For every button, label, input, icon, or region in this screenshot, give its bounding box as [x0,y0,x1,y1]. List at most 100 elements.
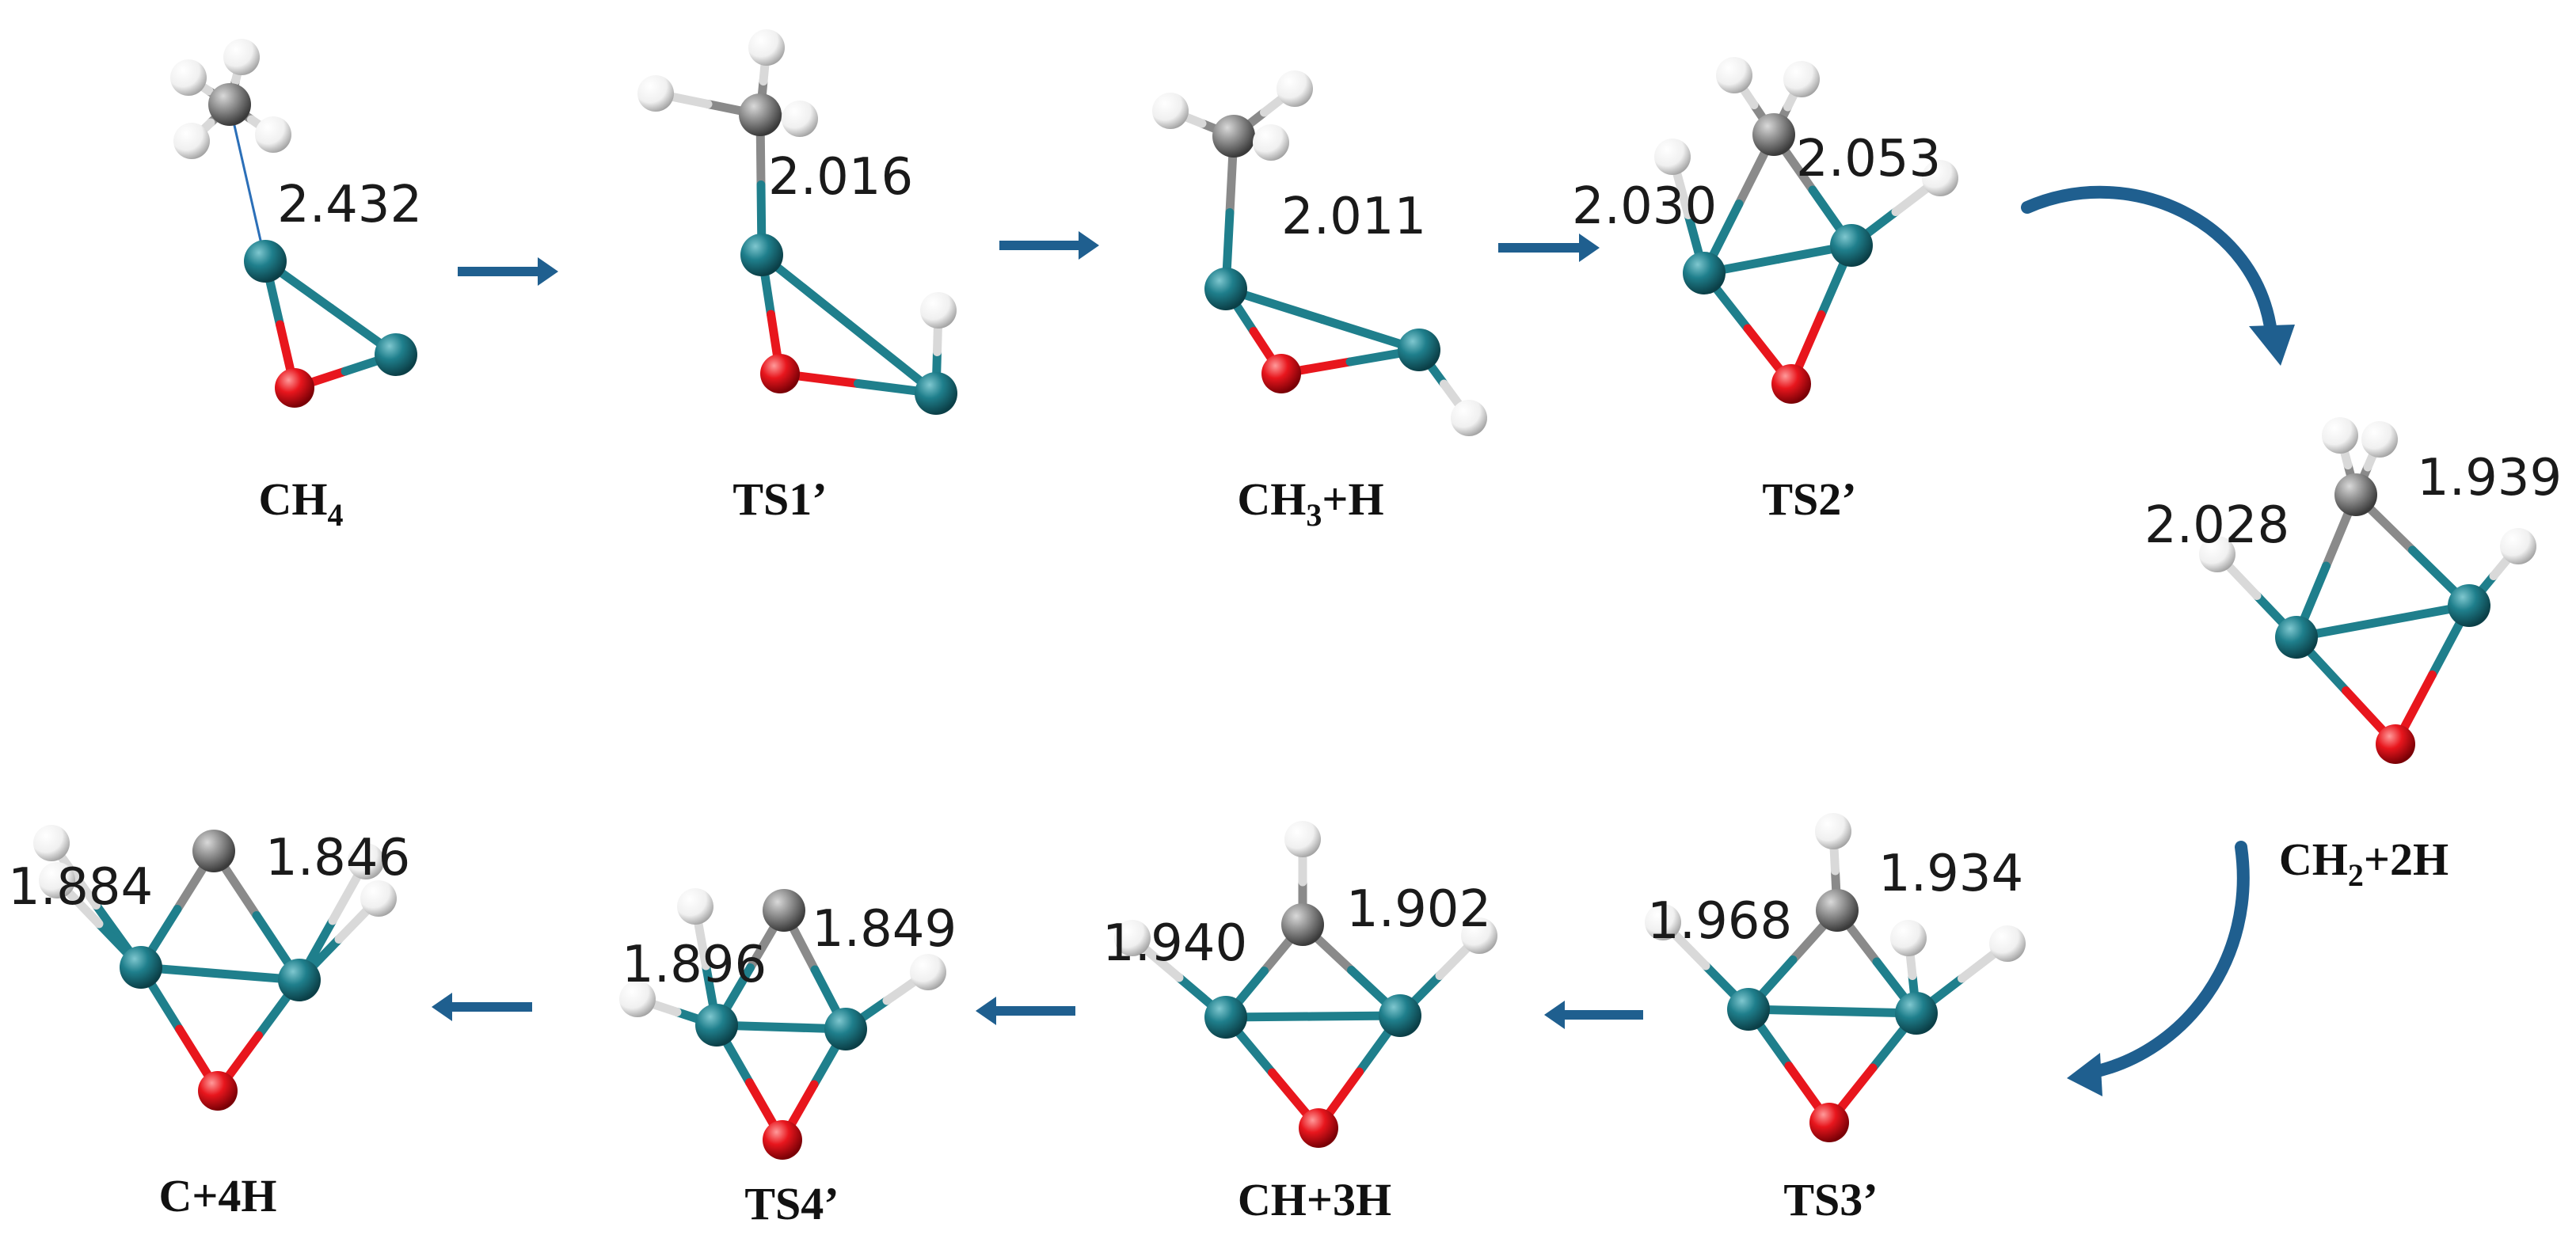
hydrogen-atom [1890,920,1927,956]
molecule-5 [2199,417,2536,764]
oxygen-atom [760,354,800,393]
hydrogen-atom [360,880,397,917]
undefined [2067,841,2250,1096]
metal-atom [120,946,162,989]
molecule-4 [1654,57,1958,404]
species-label: TS2’ [1762,473,1856,525]
oxygen-atom [1771,364,1811,404]
species-label: TS4’ [744,1178,839,1229]
hydrogen-atom [33,825,70,861]
carbon-atom [1281,903,1324,946]
metal-atom [1398,329,1440,371]
hydrogen-atom [2199,536,2235,572]
species-label: CH3+H [1237,473,1383,533]
carbon-atom [763,889,805,932]
distance-label: 1.849 [812,900,957,959]
species-label: TS3’ [1783,1174,1878,1225]
oxygen-atom [2376,724,2415,764]
metal-atom [915,372,957,415]
undefined [2021,185,2295,366]
species-label: TS1’ [732,473,827,525]
hydrogen-atom [1277,70,1313,107]
oxygen-atom [763,1120,802,1160]
species-label: CH4 [259,473,344,533]
hydrogen-atom [348,843,384,879]
metal-atom [1895,992,1938,1035]
arrow-left-icon [1544,1001,1643,1029]
metal-atom [1683,252,1726,294]
interaction-line [228,104,267,262]
hydrogen-atom [748,29,785,66]
metal-atom [375,333,417,376]
molecule-8 [619,888,946,1160]
hydrogen-atom [170,59,207,96]
distance-label: 2.011 [1281,188,1426,246]
hydrogen-atom [2500,528,2536,564]
metal-atom [740,234,783,276]
distance-label: 1.940 [1102,914,1247,973]
distance-label: 2.053 [1796,130,1941,188]
distance-label: 1.884 [8,858,153,917]
carbon-atom [192,830,235,872]
hydrogen-atom [1815,813,1851,849]
hydrogen-atom [1922,160,1958,196]
oxygen-atom [1299,1108,1338,1148]
hydrogen-atom [619,981,656,1017]
carbon-atom [739,93,782,136]
molecule-7 [1114,821,1497,1148]
atoms-layer [33,29,2536,1160]
distance-label: 1.968 [1647,892,1792,951]
hydrogen-atom [1783,61,1820,97]
metal-atom [1204,268,1247,310]
molecule-1 [170,39,417,408]
hydrogen-atom [39,862,75,898]
carbon-atom [1212,115,1255,158]
arrow-right-icon [458,257,558,286]
distance-label: 2.028 [2144,496,2289,555]
species-label: C+4H [158,1170,276,1221]
hydrogen-atom [1284,821,1321,857]
hydrogen-atom [1114,920,1151,956]
distance-label: 1.934 [1878,845,2023,903]
hydrogen-atom [677,888,713,925]
hydrogen-atom [173,123,210,159]
molecule-2 [637,29,957,415]
hydrogen-atom [1451,400,1487,436]
hydrogen-atom [1645,904,1681,940]
oxygen-atom [275,368,314,408]
oxygen-atom [1261,354,1301,393]
metal-atom [278,959,321,1001]
metal-atom [1204,996,1247,1039]
distance-label: 1.896 [622,936,767,994]
hydrogen-atom [1461,917,1497,954]
metal-atom [824,1008,867,1050]
distance-label: 1.902 [1346,880,1491,939]
metal-atom [1379,994,1421,1037]
arrow-right-icon [1498,234,1600,262]
hydrogen-atom [1989,925,2026,962]
molecule-6 [1645,813,2026,1142]
hydrogen-atom [1654,139,1691,175]
metal-atom [2275,616,2318,659]
molecule-3 [1152,70,1487,436]
hydrogen-atom [1253,124,1289,161]
metal-atom [2448,584,2490,627]
distance-label: 2.016 [768,148,913,207]
hydrogen-atom [910,954,946,990]
hydrogen-atom [920,292,957,329]
carbon-atom [1816,889,1859,932]
oxygen-atom [198,1071,238,1111]
hydrogen-atom [1152,93,1189,129]
molecule-9 [33,825,397,1111]
species-label: CH+3H [1238,1174,1391,1225]
arrow-left-icon [976,997,1075,1025]
hydrogen-atom [782,101,818,137]
hydrogen-atom [2361,421,2398,458]
hydrogen-atom [223,39,260,75]
arrow-left-icon [432,993,532,1021]
carbon-atom [208,83,251,126]
hydrogen-atom [1716,57,1752,93]
arrow-right-icon [999,231,1099,260]
